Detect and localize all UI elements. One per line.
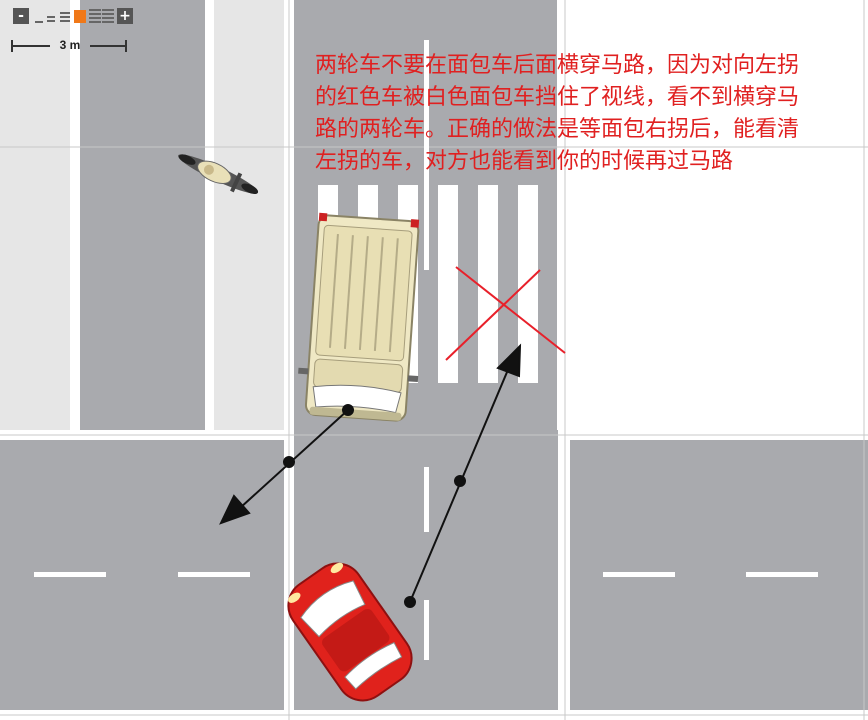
motorcycle-icon (178, 154, 259, 195)
zoom-level-bars[interactable] (35, 9, 114, 23)
van-path-point (283, 456, 295, 468)
caption-line: 路的两轮车。正确的做法是等面包右拐后，能看清 (315, 117, 800, 142)
zoom-in-button[interactable]: + (117, 8, 133, 24)
minus-icon: - (18, 8, 24, 24)
zoom-level-active[interactable] (74, 10, 86, 23)
south-road (0, 430, 868, 720)
white-van-icon (298, 212, 420, 422)
lane-markings (34, 40, 818, 660)
caption-line: 左拐的车，对方也能看到你的时候再过马路 (315, 149, 734, 174)
caption-line: 两轮车不要在面包车后面横穿马路，因为对向左拐 (315, 53, 800, 78)
scale-bar (11, 40, 127, 52)
caption-text: 两轮车不要在面包车后面横穿马路，因为对向左拐 的红色车被白色面包车挡住了视线，看… (315, 50, 855, 178)
plus-icon: + (119, 8, 131, 24)
van-arrow-head (219, 494, 251, 525)
red-car-icon (287, 562, 413, 702)
zoom-out-button[interactable]: - (13, 8, 29, 24)
scale-label: 3 m (59, 38, 81, 52)
van-path-start (342, 404, 354, 416)
caption-line: 的红色车被白色面包车挡住了视线，看不到横穿马 (315, 85, 800, 110)
car-path-point (454, 475, 466, 487)
car-arrow-head (496, 343, 522, 378)
car-path-start (404, 596, 416, 608)
vehicle-paths (219, 343, 522, 608)
wrong-crossing-mark (445, 266, 566, 361)
